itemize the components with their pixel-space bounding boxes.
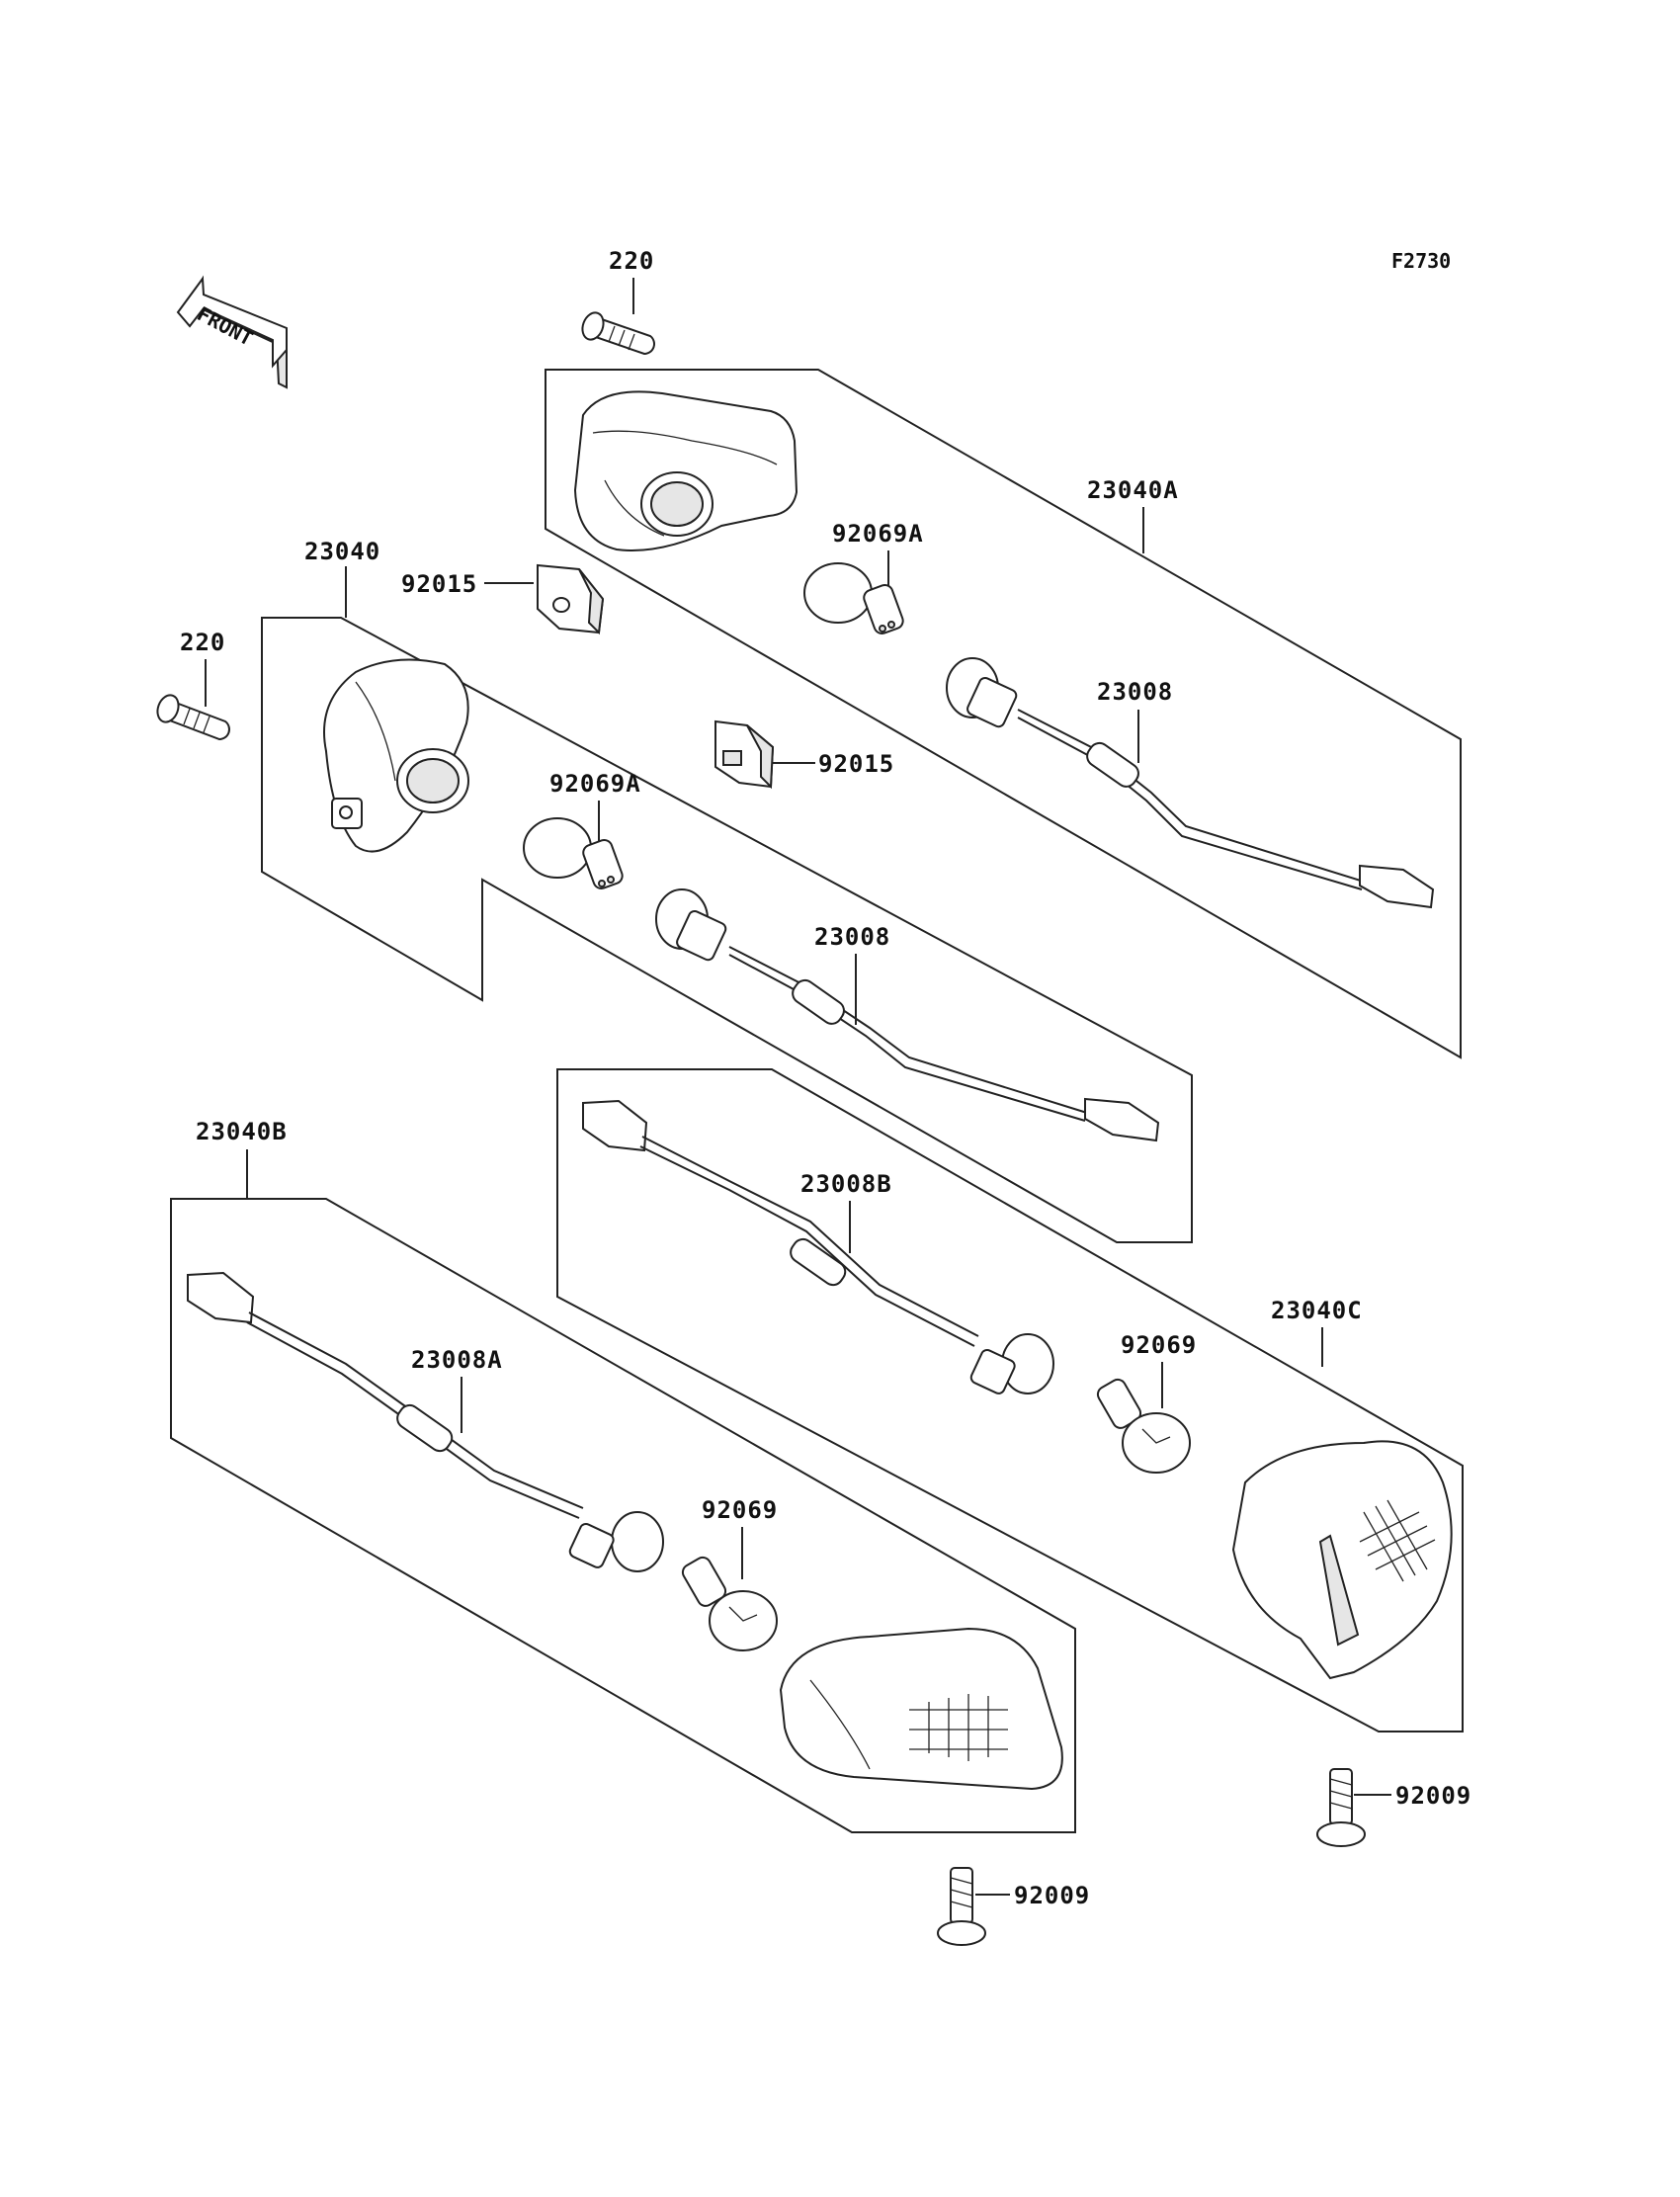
lamp-housing-23040A	[573, 390, 798, 551]
clip-92015-lower	[714, 719, 775, 790]
socket-harness-23008-lower	[655, 888, 1160, 1142]
label-socket-23008B: 23008B	[800, 1170, 892, 1198]
label-socket-23008-lower: 23008	[814, 923, 890, 951]
label-lamp-23040A: 23040A	[1087, 476, 1179, 504]
label-screw-220-top: 220	[609, 247, 654, 275]
label-clip-92015-lower: 92015	[818, 750, 894, 778]
label-lamp-23040C: 23040C	[1271, 1297, 1363, 1324]
screw-92009-bottom	[937, 1867, 986, 1946]
front-arrow-icon: FRONT	[176, 275, 288, 389]
lamp-housing-23040C	[1231, 1440, 1453, 1680]
label-socket-23008A: 23008A	[411, 1346, 503, 1374]
screw-92009-right	[1316, 1768, 1366, 1847]
lens-grid	[909, 1694, 1008, 1761]
label-socket-23008-upper: 23008	[1097, 678, 1173, 706]
group-outline-23040	[261, 617, 1193, 1243]
screw-220-left	[156, 694, 230, 741]
label-lamp-23040: 23040	[304, 538, 380, 565]
bulb-92069-right	[1096, 1378, 1191, 1474]
label-screw-92009-bottom: 92009	[1014, 1882, 1090, 1909]
screw-220-top	[581, 311, 655, 356]
label-screw-92009-right: 92009	[1395, 1782, 1471, 1810]
clip-92015-upper	[537, 563, 605, 635]
group-outline-23040A	[545, 369, 1462, 1059]
label-bulb-92069A-lower: 92069A	[549, 770, 641, 798]
diagram-code: F2730	[1391, 249, 1451, 273]
leader-lines	[205, 278, 1391, 1896]
label-bulb-92069A-upper: 92069A	[832, 520, 924, 548]
lamp-housing-23040B	[779, 1627, 1063, 1791]
label-clip-92015-upper: 92015	[401, 570, 477, 598]
label-bulb-92069-left: 92069	[702, 1496, 778, 1524]
lamp-housing-23040	[323, 658, 469, 853]
group-outline-23040C	[556, 1068, 1464, 1732]
lens-grid	[1359, 1499, 1436, 1582]
label-screw-220-left: 220	[180, 629, 225, 656]
socket-harness-23008A	[187, 1271, 664, 1572]
label-lamp-23040B: 23040B	[196, 1118, 288, 1145]
socket-harness-23008-upper	[946, 657, 1435, 909]
label-bulb-92069-right: 92069	[1121, 1331, 1197, 1359]
bulb-92069A-lower	[523, 817, 624, 889]
group-outline-23040B	[170, 1198, 1076, 1833]
bulb-92069A-upper	[803, 562, 904, 634]
socket-harness-23008B	[582, 1099, 1054, 1394]
bulb-92069-left	[681, 1556, 778, 1651]
